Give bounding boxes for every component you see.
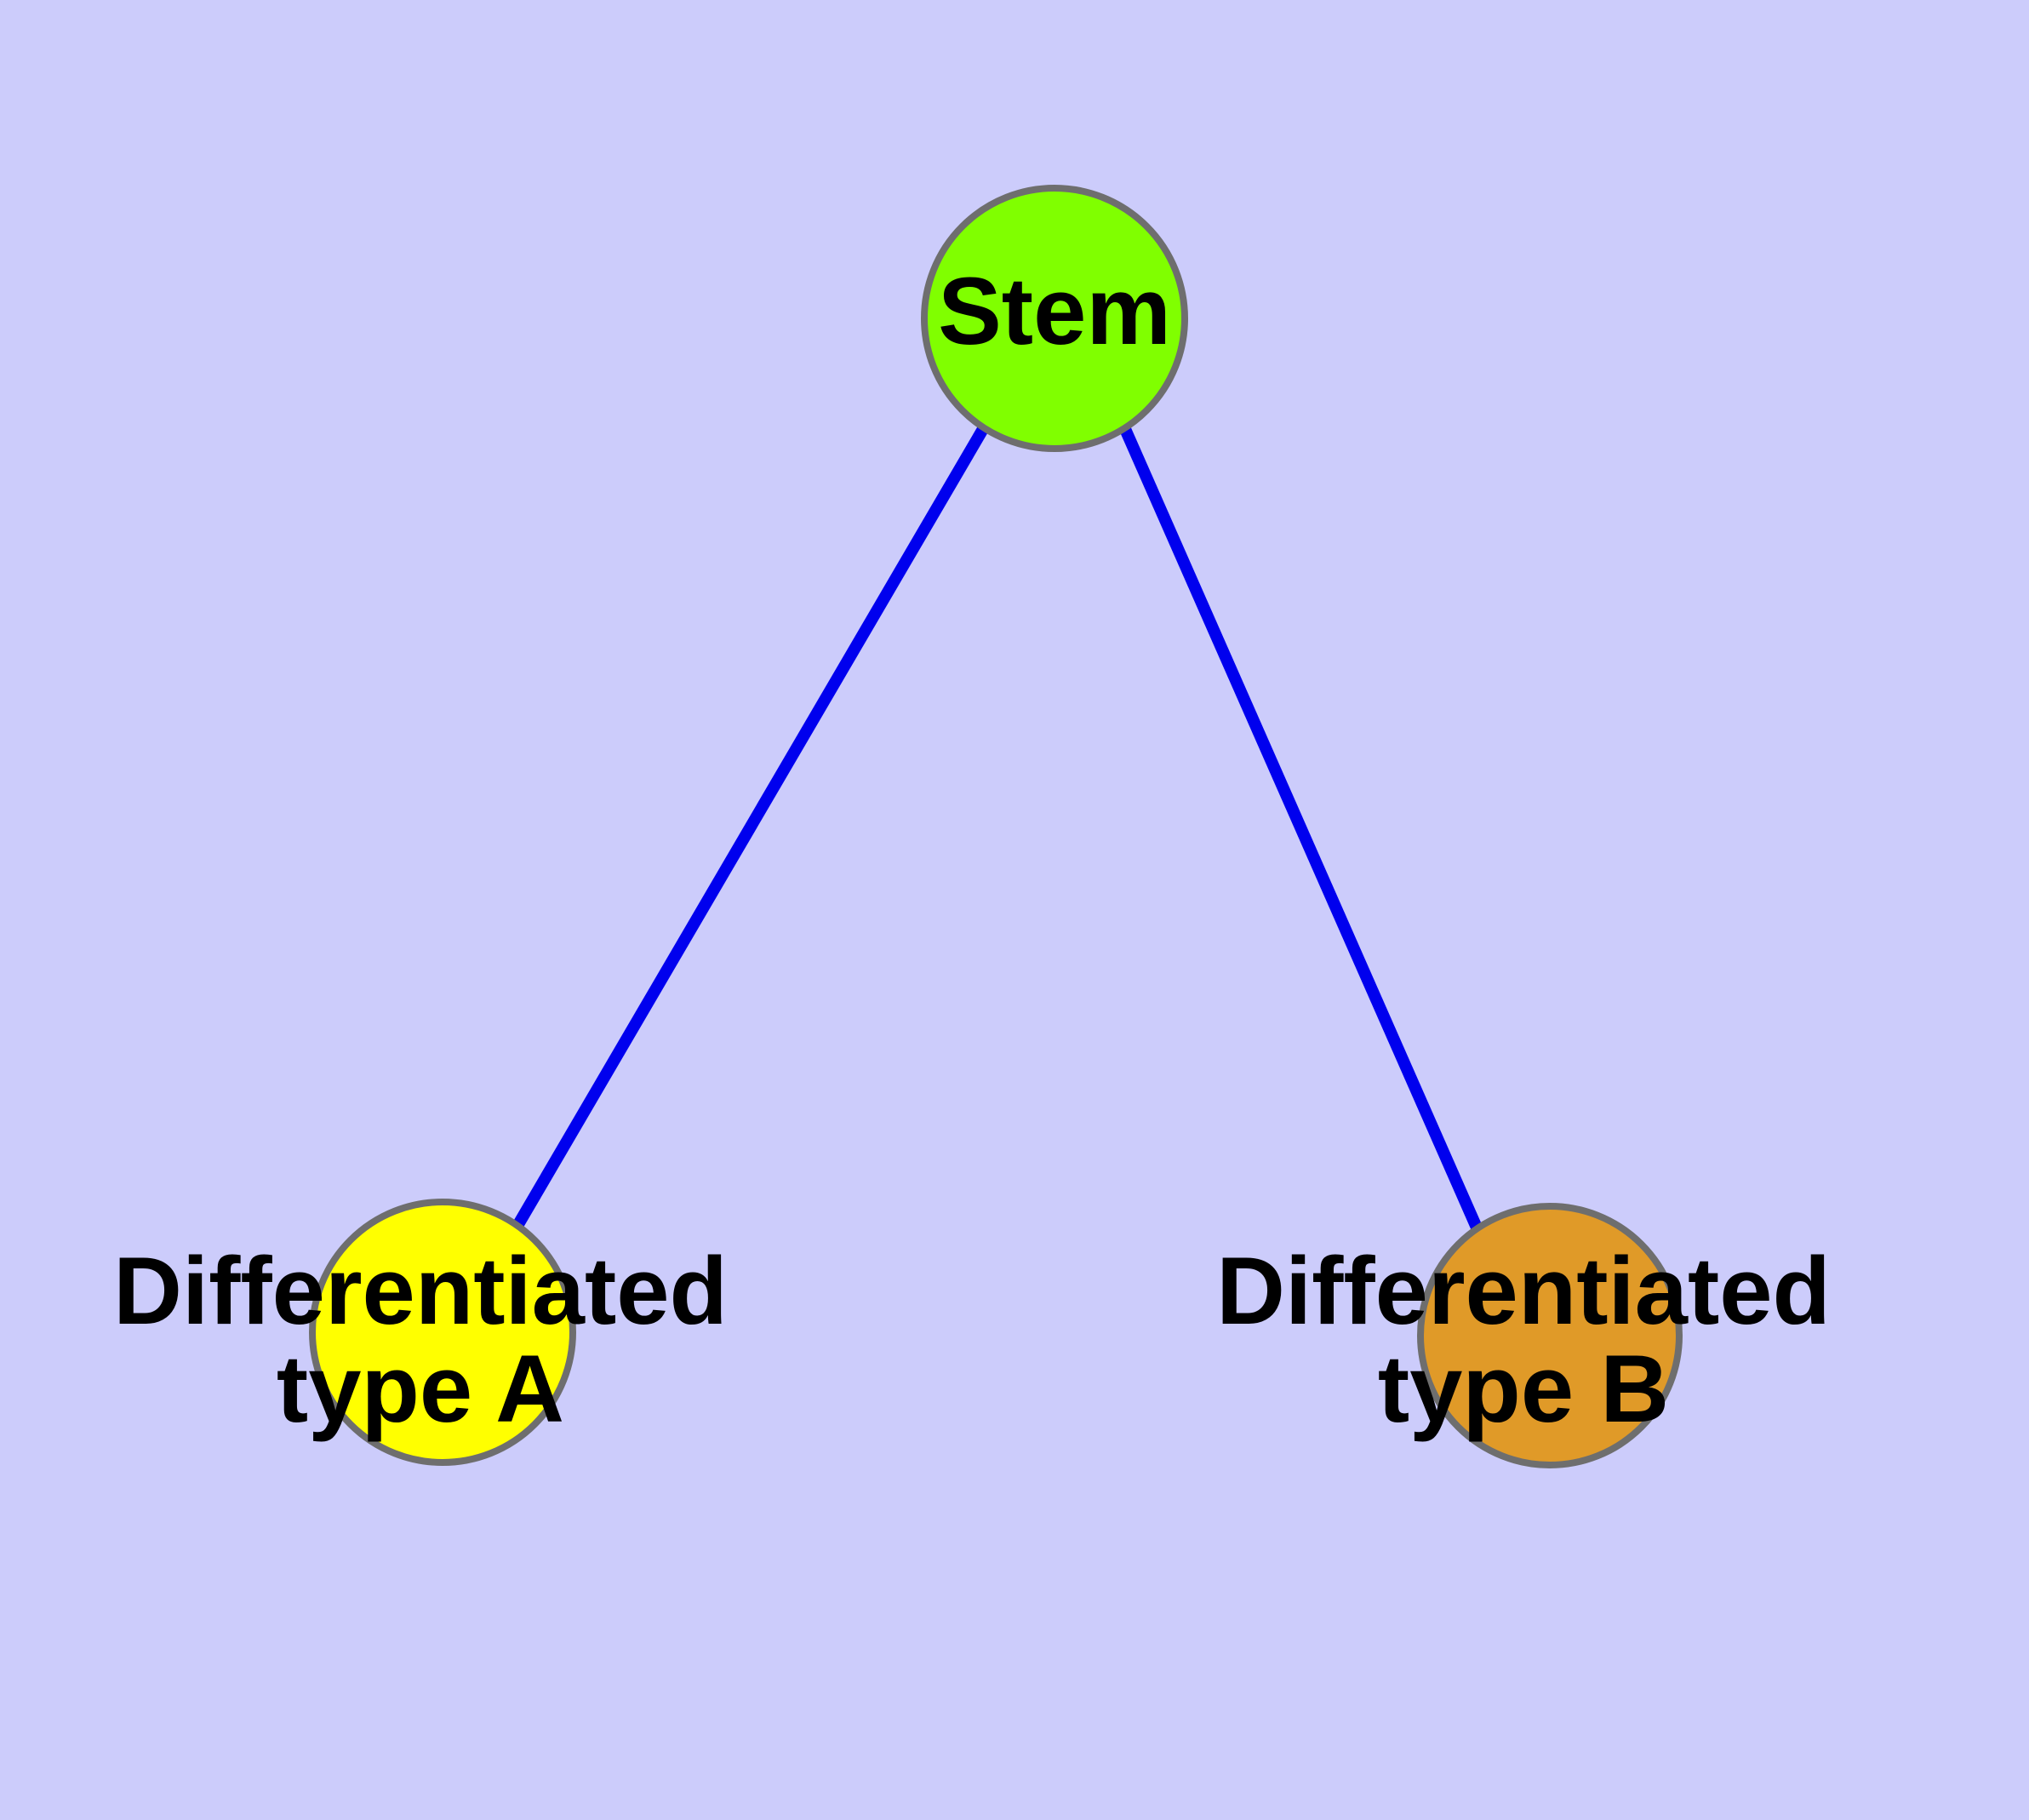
- node-label-stem: Stem: [938, 258, 1171, 364]
- node-label-line: type B: [1378, 1336, 1669, 1442]
- nodes-layer: [309, 185, 1683, 1468]
- node-label-line: Differentiated: [1216, 1238, 1831, 1344]
- edge-stem-to-diff-b: [1119, 426, 1483, 1230]
- node-diff-b[interactable]: [1417, 1203, 1683, 1468]
- edge-stem-to-diff-a: [512, 426, 989, 1229]
- node-label-line: Differentiated: [113, 1238, 728, 1344]
- node-label-line: Stem: [938, 258, 1171, 364]
- node-label-line: type A: [277, 1336, 564, 1442]
- edges-layer: [512, 426, 1483, 1230]
- node-diff-a[interactable]: [309, 1199, 576, 1466]
- node-stem[interactable]: [921, 185, 1188, 452]
